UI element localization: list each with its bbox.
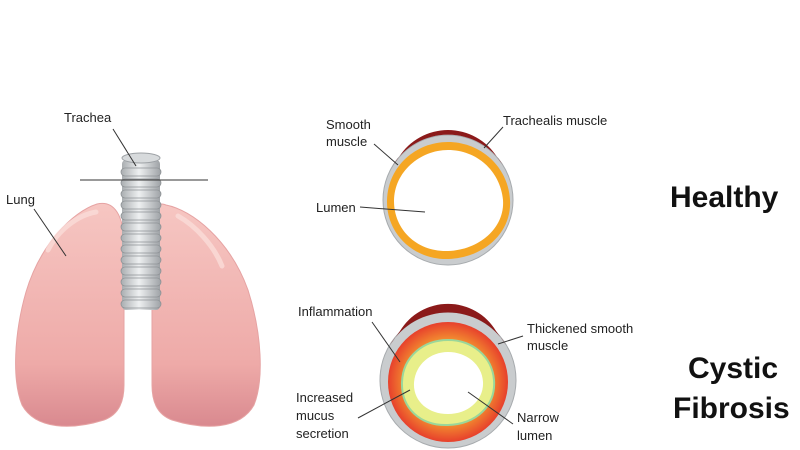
leader-lumen — [359, 206, 426, 213]
leader-lung — [33, 208, 67, 257]
label-trachealis-muscle: Trachealis muscle — [503, 113, 607, 128]
cartilage-ring — [120, 222, 162, 232]
trachea — [120, 152, 162, 310]
label-smooth-muscle-line1: Smooth — [326, 117, 371, 132]
cartilage-ring — [120, 211, 162, 221]
label-thickened-line2: muscle — [527, 338, 568, 353]
label-trachea: Trachea — [64, 110, 112, 125]
leader-narrow — [467, 391, 514, 425]
leader-trachealis — [483, 126, 504, 149]
label-smooth-muscle-line2: muscle — [326, 134, 367, 149]
narrow-lumen — [413, 352, 484, 414]
thickened-trachealis — [390, 303, 506, 345]
cartilage-ring — [120, 244, 162, 254]
label-increased-line1: Increased — [296, 390, 353, 405]
label-inflammation: Inflammation — [298, 304, 372, 319]
leader-smooth-muscle — [373, 143, 399, 166]
leader-trachea — [112, 128, 137, 167]
cartilage-ring — [120, 189, 162, 199]
label-lung: Lung — [6, 192, 35, 207]
heading-fibrosis: Fibrosis — [673, 392, 790, 425]
cartilage-ring — [120, 167, 162, 177]
cartilage-ring — [120, 266, 162, 276]
healthy-lumen — [394, 150, 504, 252]
cartilage-ring — [120, 299, 162, 309]
label-increased-line3: secretion — [296, 426, 349, 441]
cartilage-ring — [120, 255, 162, 265]
heading-healthy: Healthy — [670, 181, 779, 214]
healthy-airway-section — [382, 130, 514, 266]
cartilage-ring — [120, 288, 162, 298]
trachealis-muscle — [393, 130, 503, 165]
leader-inflammation — [371, 321, 401, 363]
label-narrow-line2: lumen — [517, 428, 552, 443]
leader-thickened — [497, 335, 524, 345]
heading-cystic: Cystic — [688, 352, 778, 385]
cartilage-ring — [120, 277, 162, 287]
cf-airway-section — [379, 303, 517, 449]
label-increased-line2: mucus — [296, 408, 335, 423]
leader-mucus — [357, 389, 411, 419]
trachea-cartilage-rings — [120, 167, 162, 309]
cartilage-ring — [120, 200, 162, 210]
label-thickened-line1: Thickened smooth — [527, 321, 633, 336]
cartilage-ring — [120, 178, 162, 188]
left-lung — [15, 202, 125, 427]
label-lumen: Lumen — [316, 200, 356, 215]
cartilage-ring — [120, 233, 162, 243]
label-narrow-line1: Narrow — [517, 410, 560, 425]
